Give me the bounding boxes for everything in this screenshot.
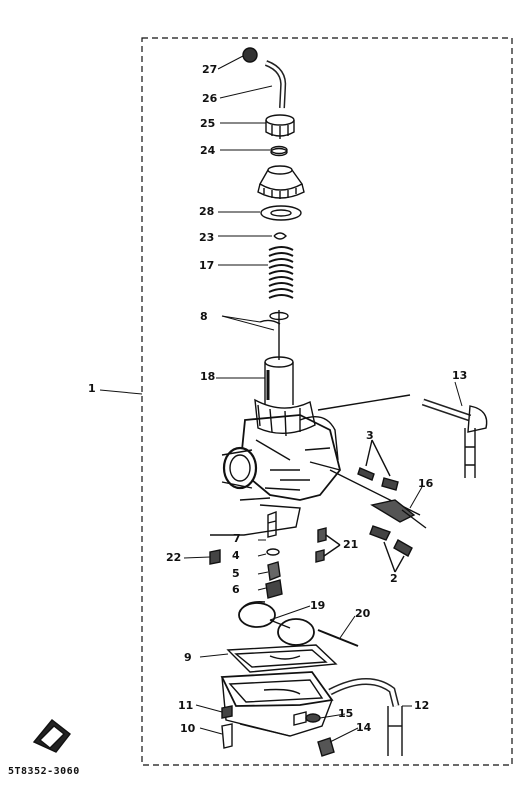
part-17-spring bbox=[268, 246, 294, 299]
float-bowl bbox=[220, 671, 334, 737]
part-22-screw bbox=[209, 549, 221, 565]
part-11-screw bbox=[221, 705, 233, 719]
label-part-18: 18 bbox=[200, 370, 216, 383]
wrench-icon bbox=[32, 719, 71, 753]
part-26-elbow bbox=[264, 60, 287, 109]
label-part-24: 24 bbox=[200, 144, 216, 157]
label-part-3: 3 bbox=[366, 429, 374, 442]
part-10-drain bbox=[221, 723, 233, 749]
label-part-22: 22 bbox=[166, 551, 182, 564]
part-2-screws bbox=[369, 525, 413, 573]
label-part-28: 28 bbox=[199, 205, 215, 218]
part-16-screw bbox=[370, 499, 427, 529]
part-13-pipe bbox=[421, 398, 488, 478]
label-part-23: 23 bbox=[199, 231, 215, 244]
part-7-jet bbox=[267, 510, 277, 538]
part-20-pin bbox=[317, 629, 359, 647]
label-part-25: 25 bbox=[200, 117, 216, 130]
label-part-16: 16 bbox=[418, 477, 434, 490]
part-19-float bbox=[238, 601, 315, 646]
part-23-clip bbox=[273, 232, 287, 240]
label-part-8: 8 bbox=[200, 310, 208, 323]
part-25-nut bbox=[265, 114, 295, 139]
label-part-2: 2 bbox=[390, 572, 398, 585]
label-part-19: 19 bbox=[310, 599, 326, 612]
part-8-needle bbox=[259, 310, 289, 360]
part-14-drain-screw bbox=[317, 737, 335, 757]
label-part-15: 15 bbox=[338, 707, 354, 720]
leader-lines bbox=[99, 55, 463, 743]
part-21-screws bbox=[315, 527, 341, 563]
part-misc-plug bbox=[293, 711, 307, 726]
part-6-jet bbox=[265, 579, 283, 599]
label-part-21: 21 bbox=[343, 538, 359, 551]
label-part-12: 12 bbox=[414, 699, 430, 712]
label-part-13: 13 bbox=[452, 369, 468, 382]
part-18-slide bbox=[264, 356, 294, 405]
label-part-10: 10 bbox=[180, 722, 196, 735]
label-part-17: 17 bbox=[199, 259, 215, 272]
label-part-14: 14 bbox=[356, 721, 372, 734]
label-part-1: 1 bbox=[88, 382, 96, 395]
label-part-4: 4 bbox=[232, 549, 240, 562]
diagram-code: 5T8352-3060 bbox=[8, 766, 80, 777]
part-4-washer bbox=[266, 548, 280, 556]
part-9-gasket bbox=[226, 644, 338, 673]
label-part-26: 26 bbox=[202, 92, 218, 105]
part-27-cap bbox=[242, 47, 258, 63]
part-12-hose bbox=[328, 678, 403, 756]
part-24-ring bbox=[270, 145, 288, 157]
label-part-7: 7 bbox=[233, 532, 241, 545]
part-3-screws bbox=[357, 439, 399, 491]
label-part-20: 20 bbox=[355, 607, 371, 620]
label-part-11: 11 bbox=[178, 699, 194, 712]
part-5-jet bbox=[267, 561, 281, 581]
part-28-washer bbox=[260, 205, 302, 221]
assembly-frame bbox=[141, 37, 513, 766]
part-15-oring bbox=[305, 713, 321, 723]
part-top-cap bbox=[257, 165, 305, 199]
label-part-27: 27 bbox=[202, 63, 218, 76]
label-part-5: 5 bbox=[232, 567, 240, 580]
label-part-6: 6 bbox=[232, 583, 240, 596]
label-part-9: 9 bbox=[184, 651, 192, 664]
carburetor-body bbox=[210, 394, 421, 536]
